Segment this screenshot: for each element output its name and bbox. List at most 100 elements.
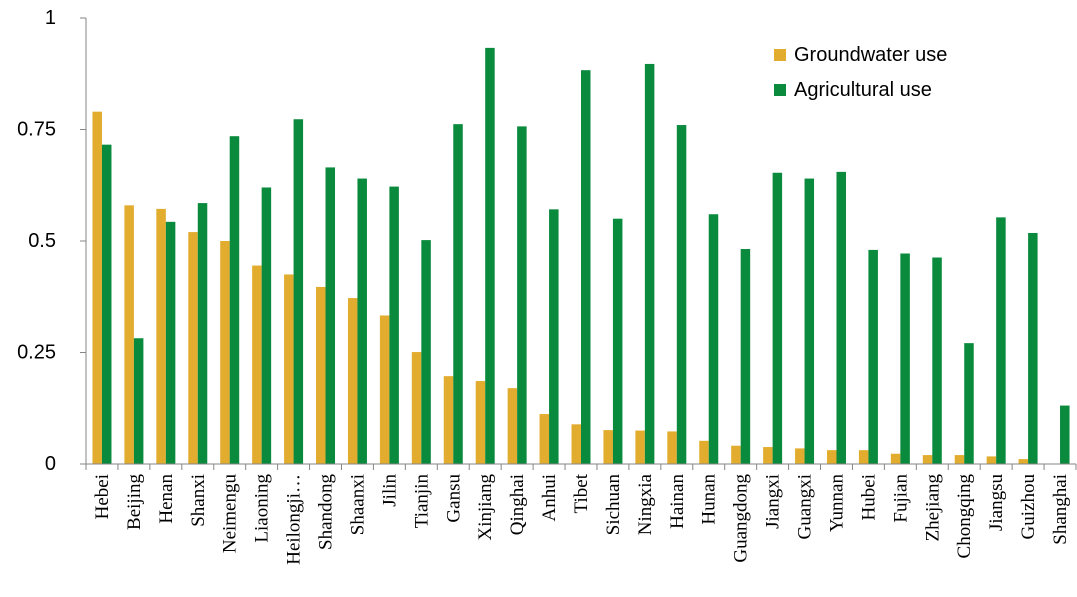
legend-swatch-agricultural [774, 84, 786, 96]
bar-agricultural-zhejiang [932, 257, 942, 464]
bar-agricultural-chongqing [964, 343, 974, 464]
bar-agricultural-shanghai [1060, 405, 1070, 464]
x-category-label: Sichuan [603, 474, 624, 536]
x-category-label: Xinjiang [475, 474, 496, 541]
bar-groundwater-gansu [443, 376, 454, 464]
legend-label-agricultural: Agricultural use [794, 79, 932, 101]
bar-groundwater-hebei [92, 111, 102, 464]
x-category-label: Henan [156, 474, 177, 524]
x-category-label: Hainan [667, 474, 688, 529]
x-category-label: Zhejiang [922, 474, 943, 542]
bar-groundwater-henan [156, 208, 166, 464]
bar-groundwater-shanxi [188, 232, 198, 464]
y-tick-label: 1 [45, 7, 56, 29]
bar-groundwater-guangdong [731, 445, 741, 464]
x-category-label: Shandong [316, 474, 337, 551]
bar-agricultural-gansu [453, 124, 463, 464]
bar-agricultural-henan [165, 221, 176, 464]
y-tick-label: 0.75 [17, 119, 56, 141]
x-category-label: Jilin [379, 474, 400, 507]
bar-agricultural-beijing [133, 338, 144, 464]
y-tick-label: 0 [45, 453, 56, 475]
bar-agricultural-hainan [676, 125, 687, 464]
bar-groundwater-heilongji [284, 274, 294, 464]
x-category-label: Guangxi [795, 474, 816, 539]
bar-agricultural-hubei [868, 249, 878, 464]
bar-groundwater-qinghai [507, 388, 518, 464]
x-category-label: Neimengu [220, 474, 241, 554]
x-category-label: Tibet [571, 473, 592, 513]
bar-agricultural-guangxi [804, 178, 815, 464]
x-category-label: Qinghai [507, 474, 528, 535]
bar-groundwater-hainan [667, 431, 677, 464]
x-category-label: Yunnan [826, 474, 847, 533]
bar-agricultural-yunnan [836, 171, 846, 464]
x-category-label: Guangdong [731, 474, 752, 563]
x-category-label: Chongqing [954, 474, 975, 559]
bar-agricultural-anhui [549, 209, 559, 464]
bar-groundwater-yunnan [826, 450, 837, 464]
bar-agricultural-liaoning [261, 187, 272, 465]
bar-agricultural-xinjiang [485, 47, 495, 465]
x-category-label: Anhui [539, 474, 560, 522]
bar-agricultural-shaanxi [357, 178, 367, 464]
y-tick-label: 0.5 [28, 230, 56, 252]
bar-agricultural-ningxia [644, 63, 655, 465]
bar-agricultural-hunan [708, 214, 719, 464]
bar-groundwater-shaanxi [347, 298, 358, 464]
bar-groundwater-tianjin [411, 352, 422, 464]
bar-groundwater-chongqing [954, 455, 965, 464]
x-category-label: Jiangxi [763, 474, 784, 529]
bar-groundwater-xinjiang [475, 381, 486, 464]
x-category-label: Shanghai [1050, 474, 1071, 545]
bar-groundwater-hunan [699, 440, 709, 464]
bars-group [92, 47, 1070, 465]
y-tick-label: 0.25 [17, 342, 56, 364]
x-category-label: Beijing [124, 474, 145, 530]
bar-agricultural-hebei [101, 144, 112, 464]
bar-groundwater-zhejiang [922, 455, 933, 464]
legend-label-groundwater: Groundwater use [794, 44, 947, 66]
bar-groundwater-neimengu [220, 241, 230, 464]
bar-groundwater-ningxia [635, 430, 645, 464]
bar-agricultural-neimengu [229, 136, 240, 464]
bar-agricultural-sichuan [612, 218, 623, 464]
bar-groundwater-sichuan [603, 430, 613, 464]
x-category-label: Heilongji… [284, 474, 305, 565]
bar-agricultural-jiangsu [996, 217, 1006, 464]
x-category-label: Gansu [443, 474, 464, 523]
bar-agricultural-qinghai [517, 126, 527, 465]
bar-groundwater-hubei [858, 450, 869, 464]
bar-agricultural-tianjin [421, 240, 431, 464]
bar-groundwater-liaoning [252, 265, 262, 464]
bar-agricultural-shandong [325, 167, 336, 464]
x-category-label: Hubei [858, 474, 879, 520]
bar-groundwater-anhui [539, 414, 550, 464]
bar-groundwater-fujian [890, 453, 901, 464]
x-category-label: Ningxia [635, 473, 656, 535]
bar-agricultural-shanxi [197, 203, 208, 464]
bar-groundwater-jiangsu [986, 456, 997, 464]
x-category-label: Hebei [92, 474, 113, 519]
bar-agricultural-jiangxi [772, 172, 783, 464]
bar-groundwater-tibet [571, 424, 581, 464]
bar-agricultural-fujian [900, 253, 910, 464]
bar-agricultural-tibet [581, 70, 591, 464]
bar-groundwater-beijing [124, 205, 134, 464]
bar-groundwater-guizhou [1018, 459, 1029, 464]
bar-groundwater-guangxi [795, 448, 805, 464]
x-category-label: Liaoning [252, 474, 273, 543]
bar-groundwater-jiangxi [763, 447, 773, 464]
x-category-label: Hunan [699, 474, 720, 525]
legend: Groundwater use Agricultural use [774, 44, 947, 101]
bar-agricultural-heilongji [293, 119, 304, 464]
bar-groundwater-shandong [316, 286, 326, 464]
x-category-label: Tianjin [411, 474, 432, 529]
x-ticks-group [85, 464, 1077, 470]
x-category-label: Guizhou [1018, 474, 1039, 540]
bar-groundwater-jilin [379, 315, 390, 464]
x-category-label: Fujian [890, 474, 911, 523]
x-category-label: Jiangsu [986, 474, 1007, 532]
x-category-label: Shaanxi [347, 474, 368, 535]
